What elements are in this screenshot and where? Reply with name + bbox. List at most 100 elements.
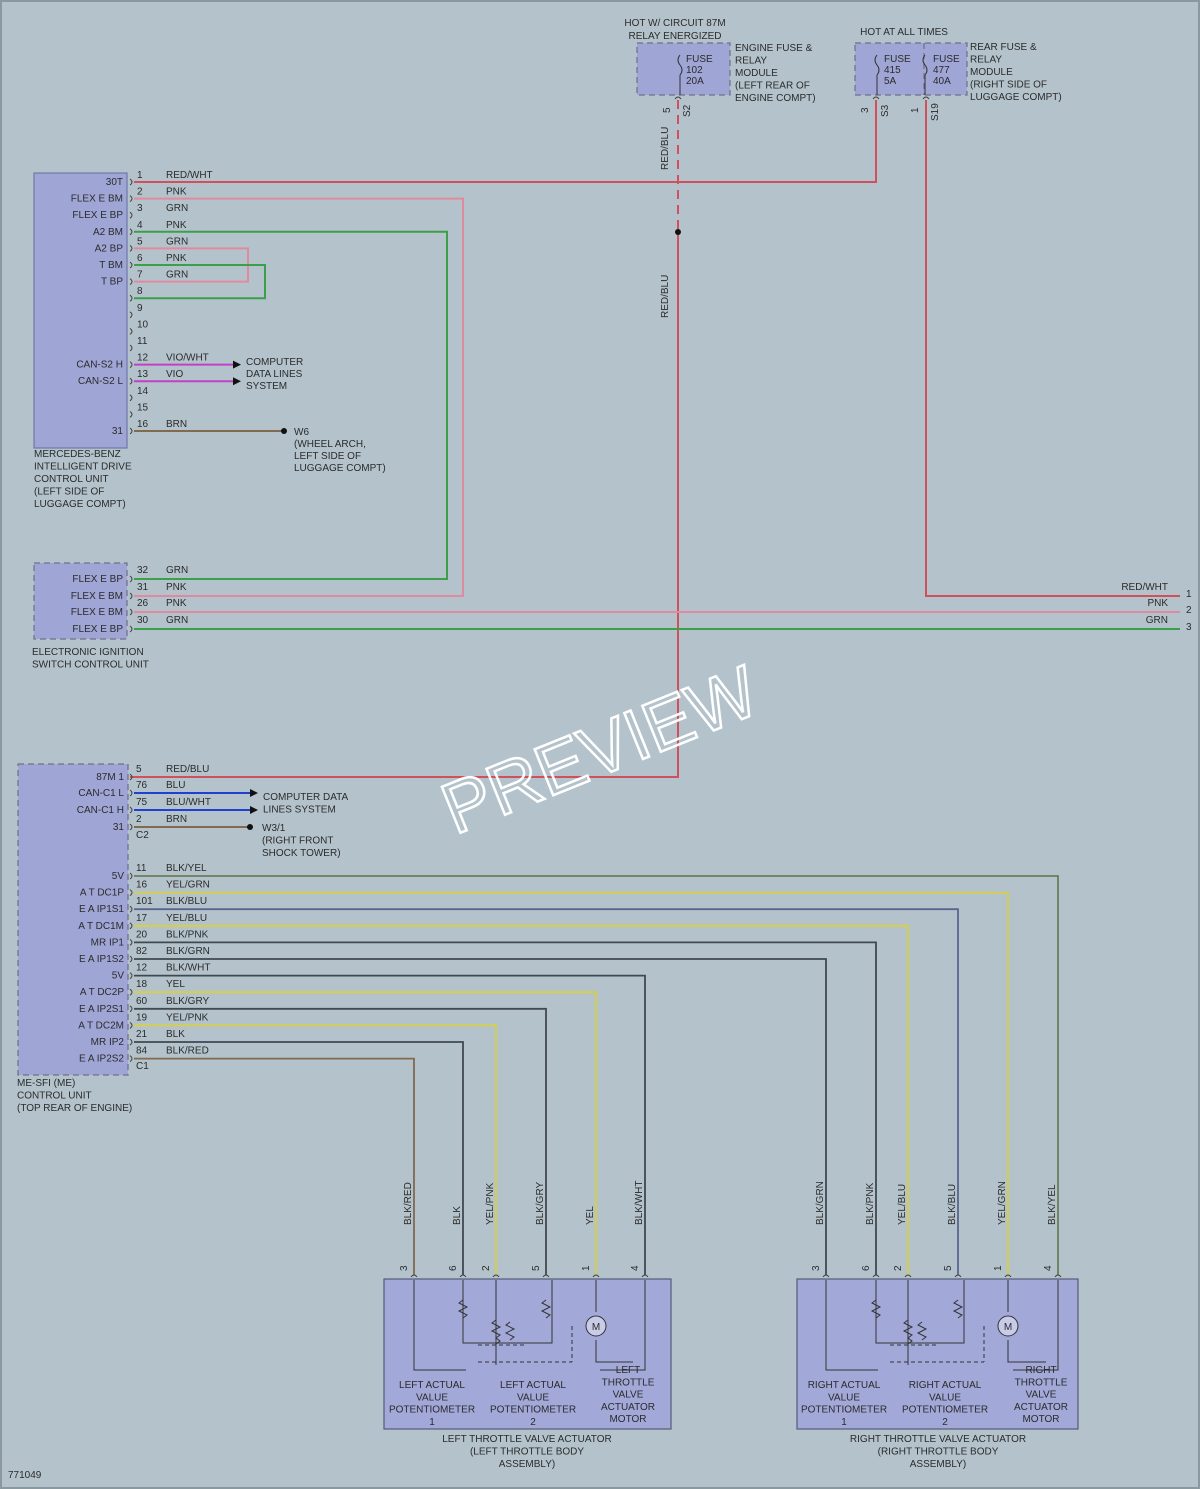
- label-text: (LEFT THROTTLE BODY: [470, 1447, 584, 1458]
- pin-name: A T DC2M: [78, 1020, 124, 1031]
- wire-color-label: BLK: [452, 1206, 463, 1225]
- pin-number: 3: [137, 203, 143, 214]
- pin-connector: [492, 1274, 500, 1278]
- right-actuator: [796, 1278, 1079, 1430]
- label-text: POTENTIOMETER: [902, 1405, 988, 1416]
- pin-connector: [129, 278, 133, 285]
- wire-color-label: YEL/GRN: [166, 880, 210, 891]
- label-text: C1: [136, 1061, 149, 1072]
- circuit-line: [825, 1280, 878, 1371]
- circuit-line: [595, 1340, 633, 1363]
- pin-connector: [129, 1038, 133, 1046]
- label-text: RELAY: [970, 55, 1002, 66]
- pin-number: 6: [861, 1265, 872, 1271]
- label-text: RIGHT ACTUAL: [909, 1380, 982, 1391]
- wire-color-label: BLK/RED: [166, 1046, 209, 1057]
- label-text: RELAY ENERGIZED: [629, 31, 722, 42]
- pin-name: MR IP2: [91, 1037, 125, 1048]
- wire-color-label: YEL/PNK: [166, 1012, 209, 1023]
- wire-color-label: PNK: [166, 598, 187, 609]
- motor-symbol: M: [592, 1322, 600, 1333]
- pin-number: 2: [137, 187, 143, 198]
- pin-connector: [129, 988, 133, 996]
- pin-number: 10: [137, 319, 149, 330]
- pin-number: 1: [137, 170, 143, 181]
- pin-connector: [129, 1055, 133, 1062]
- wire-pnk-flexbm: [134, 197, 464, 597]
- pin-name: CAN-S2 L: [78, 376, 123, 387]
- wire-color-label: YEL: [166, 979, 185, 990]
- motor-icon: [997, 1315, 1019, 1337]
- pin-connector: [129, 261, 133, 269]
- wire-color-label: BLK/RED: [403, 1182, 414, 1225]
- pin-number: 16: [137, 419, 149, 430]
- connection-number: 1: [1186, 589, 1192, 600]
- arrow-icon: [233, 377, 241, 386]
- engine-fuse-module: [636, 42, 731, 96]
- pin-number: 26: [137, 598, 149, 609]
- me-sfi-unit: [17, 763, 129, 1076]
- wire-color-label: YEL/BLU: [166, 913, 207, 924]
- pin-connector: [129, 377, 133, 385]
- pin-number: 16: [136, 880, 148, 891]
- label-text: VALUE: [416, 1392, 448, 1403]
- pin-connector: [129, 178, 133, 186]
- label-text: POTENTIOMETER: [801, 1405, 887, 1416]
- pin-connector: [129, 922, 133, 930]
- pin-connector: [822, 1274, 830, 1278]
- pin-number: 6: [448, 1265, 459, 1271]
- label-text: VALUE: [828, 1392, 860, 1403]
- label-text: 2: [942, 1417, 948, 1428]
- wire-color-label: RED/BLU: [166, 764, 209, 775]
- unit-label: (LEFT SIDE OF: [34, 487, 104, 498]
- label-text: RIGHT ACTUAL: [808, 1380, 881, 1391]
- wire-actuator-10: [134, 1041, 464, 1275]
- wire-color-label: BLK/GRN: [815, 1181, 826, 1225]
- label-text: ENGINE FUSE &: [735, 43, 813, 54]
- wire-actuator-11: [134, 1057, 415, 1275]
- pin-name: 31: [112, 426, 124, 437]
- label-text: MOTOR: [1022, 1414, 1059, 1425]
- label-text: S2: [682, 104, 693, 117]
- label-text: W3/1: [262, 823, 286, 834]
- pin-number: 76: [136, 780, 148, 791]
- label-text: S3: [880, 104, 891, 117]
- wire-actuator-6: [134, 974, 646, 1275]
- label-text: LEFT THROTTLE VALVE ACTUATOR: [442, 1434, 611, 1445]
- wire-color-label: BLK/WHT: [166, 963, 210, 974]
- pin-connector: [129, 608, 133, 616]
- wire-color-label: GRN: [166, 615, 188, 626]
- wire-color-label: GRN: [166, 203, 188, 214]
- ground-icon: [247, 824, 253, 830]
- label-text: CONTROL UNIT: [17, 1091, 92, 1102]
- pin-number: 82: [136, 946, 148, 957]
- label-text: ASSEMBLY): [499, 1459, 556, 1470]
- fuse-symbol: [922, 54, 928, 76]
- unit-label: MERCEDES-BENZ: [34, 449, 121, 460]
- pin-name: 5V: [112, 871, 125, 882]
- fuse-symbol: [874, 54, 880, 76]
- label-text: RIGHT: [1025, 1365, 1056, 1376]
- pin-name: FLEX E BP: [72, 624, 123, 635]
- circuit-line: [600, 1280, 646, 1371]
- unit-label: LUGGAGE COMPT): [34, 499, 126, 510]
- pin-number: 12: [136, 963, 148, 974]
- wire-actuator-3: [134, 924, 909, 1275]
- pin-name: FLEX E BP: [72, 574, 123, 585]
- wire-color-label: VIO: [166, 369, 183, 380]
- pin-name: T BP: [101, 277, 123, 288]
- pin-connector: [129, 955, 133, 963]
- pin-connector: [129, 427, 133, 435]
- pin-connector: [129, 905, 133, 913]
- pin-number: 7: [137, 270, 143, 281]
- splice-dot: [675, 229, 681, 235]
- label-text: DATA LINES: [246, 369, 303, 380]
- left-actuator: [383, 1278, 672, 1430]
- label-text: (LEFT REAR OF: [735, 81, 810, 92]
- circuit-line: [1013, 1280, 1059, 1371]
- pin-name: E A IP2S1: [79, 1004, 124, 1015]
- wire-color-label: YEL/GRN: [997, 1181, 1008, 1225]
- wire-color-label: YEL: [585, 1206, 596, 1225]
- pin-name: FLEX E BP: [72, 210, 123, 221]
